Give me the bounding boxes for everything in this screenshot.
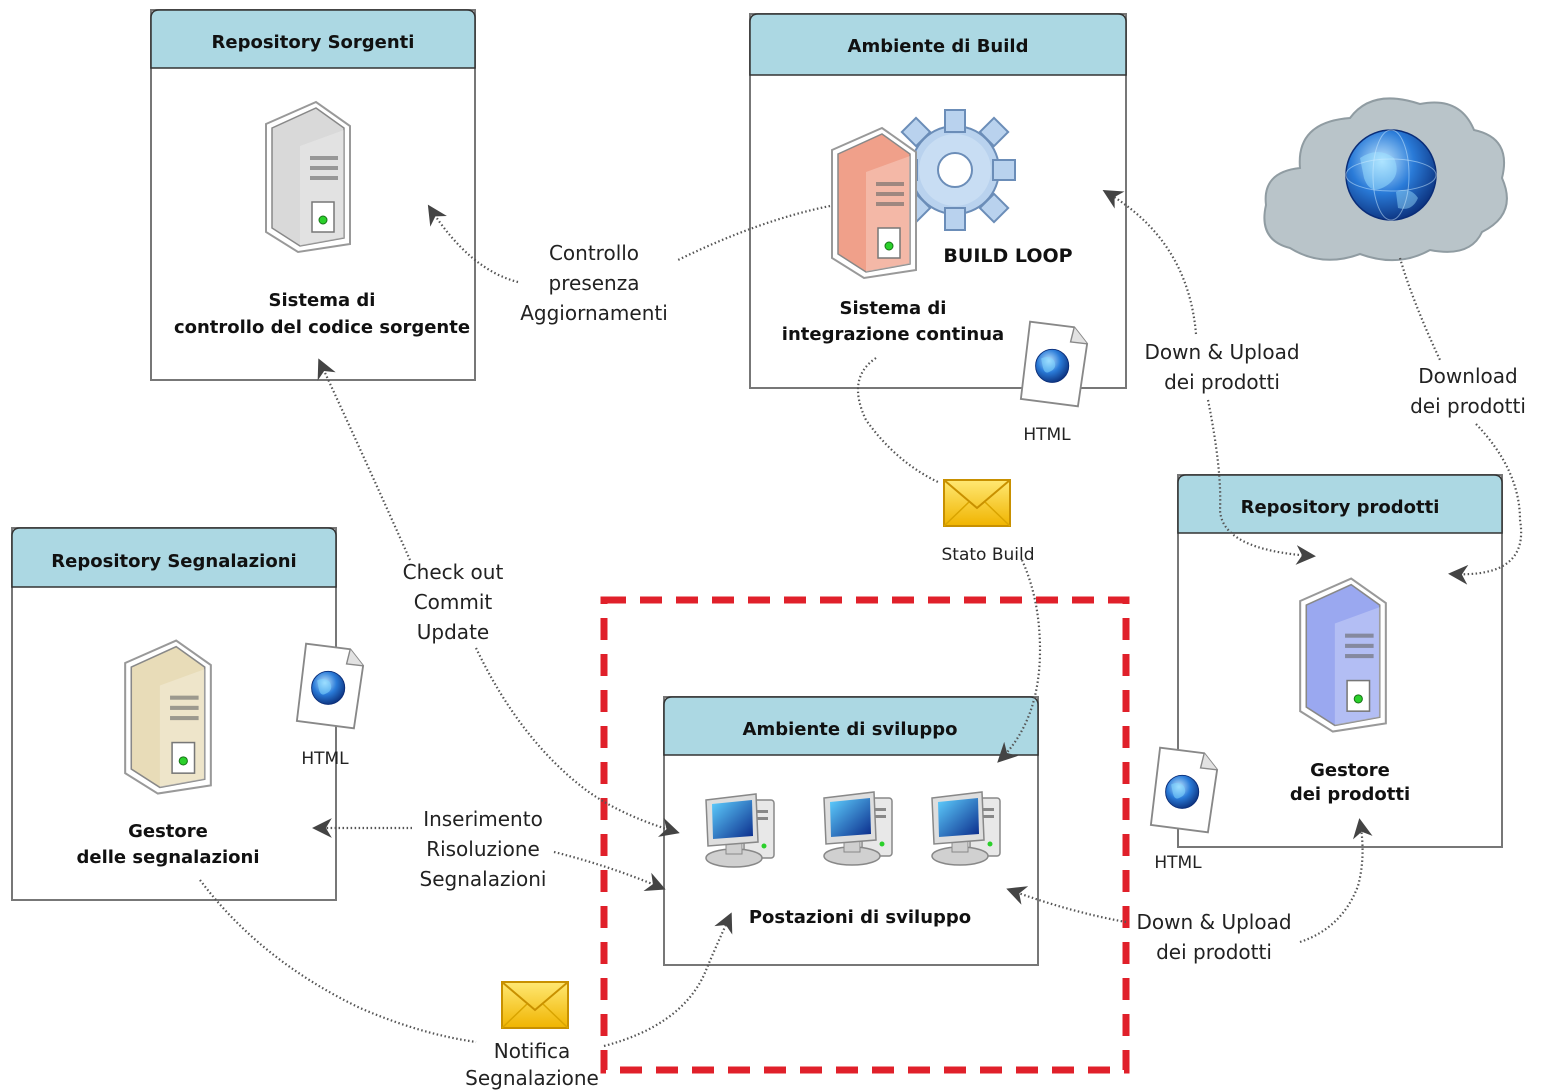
prodotti-caption-line2: dei prodotti [1290,784,1410,805]
svg-text:Segnalazione: Segnalazione [465,1066,599,1090]
svg-text:Inserimento: Inserimento [423,807,543,831]
ambiente-sviluppo-box: Ambiente di sviluppo Postazioni di svilu… [663,696,1039,966]
sorgenti-caption-line1: Sistema di [269,290,376,311]
svg-text:dei prodotti: dei prodotti [1164,370,1280,394]
sorgenti-caption-line2: controllo del codice sorgente [174,317,470,338]
repository-sorgenti-title: Repository Sorgenti [212,32,415,53]
html-document-icon [1019,320,1089,408]
server-icon [124,639,212,795]
svg-text:dei prodotti: dei prodotti [1156,940,1272,964]
ambiente-build-box: Ambiente di Build BUILD LOOP Sistema di … [749,13,1127,389]
html-document-icon [1149,746,1219,834]
svg-text:Check out: Check out [403,560,504,584]
repository-prodotti-box: Repository prodotti Gestore dei prodotti [1177,474,1503,848]
svg-text:Download: Download [1418,364,1517,388]
prodotti-caption-line1: Gestore [1310,760,1390,781]
html-document-icon [295,642,365,730]
svg-text:Segnalazioni: Segnalazioni [420,867,547,891]
build-caption-line1: Sistema di [840,298,947,319]
label-down-upload-sviluppo: Down & Upload dei prodotti [1136,910,1291,964]
server-icon [264,100,352,254]
build-loop-label: BUILD LOOP [943,245,1072,267]
svg-text:Notifica: Notifica [494,1039,570,1063]
svg-text:Aggiornamenti: Aggiornamenti [520,301,668,325]
label-download-prodotti: Download dei prodotti [1410,364,1526,418]
label-inserimento-segnalazioni: Inserimento Risoluzione Segnalazioni [420,807,547,891]
svg-text:Commit: Commit [414,590,493,614]
sviluppo-caption: Postazioni di sviluppo [749,907,971,928]
segnalazioni-html-label: HTML [301,749,349,769]
workstation-icon [705,793,775,868]
envelope-icon [943,479,1011,527]
workstation-icon [931,791,1001,866]
label-controllo-aggiornamenti: Controllo presenza Aggiornamenti [520,241,668,325]
ambiente-sviluppo-title: Ambiente di sviluppo [743,719,958,740]
server-icon [1299,577,1387,733]
ambiente-build-title: Ambiente di Build [848,36,1029,57]
envelope-icon [501,981,569,1029]
dev-environment-highlight [600,596,1130,1074]
repository-segnalazioni-title: Repository Segnalazioni [51,551,296,572]
svg-text:presenza: presenza [549,271,640,295]
svg-text:dei prodotti: dei prodotti [1410,394,1526,418]
label-stato-build: Stato Build [941,545,1034,565]
svg-text:Down & Upload: Down & Upload [1144,340,1299,364]
label-down-upload-build: Down & Upload dei prodotti [1144,340,1299,394]
svg-text:Risoluzione: Risoluzione [426,837,540,861]
globe-icon [1345,129,1437,221]
svg-text:Update: Update [417,620,489,644]
segnalazioni-caption-line2: delle segnalazioni [77,847,260,868]
svg-text:Controllo: Controllo [549,241,639,265]
repository-prodotti-title: Repository prodotti [1241,497,1440,518]
label-notifica-segnalazione: Notifica Segnalazione [465,1039,599,1090]
build-html-label: HTML [1023,425,1071,445]
server-icon [830,126,918,280]
segnalazioni-caption-line1: Gestore [128,821,208,842]
label-checkout-commit-update: Check out Commit Update [403,560,504,644]
prodotti-html-label: HTML [1154,853,1202,873]
repository-segnalazioni-box: Repository Segnalazioni Gestore delle se… [11,527,337,901]
workstation-icon [823,791,893,866]
svg-text:Down & Upload: Down & Upload [1136,910,1291,934]
connectors [199,189,1523,1048]
build-caption-line2: integrazione continua [782,324,1004,345]
repository-sorgenti-box: Repository Sorgenti Sistema di controllo… [150,9,476,381]
